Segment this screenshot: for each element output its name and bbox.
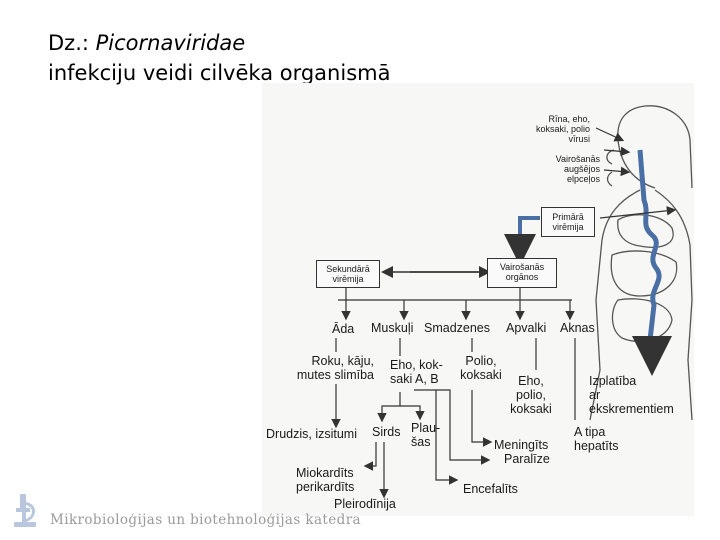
muscle-viruses-label: Eho, kok-saki A, B <box>390 358 443 386</box>
heart-label: Sirds <box>372 425 401 439</box>
encephalitis-label: Encefalīts <box>463 482 518 496</box>
replication-arrow <box>603 166 631 177</box>
gi-tract-path <box>637 149 662 361</box>
target-skin: Āda <box>332 322 355 336</box>
department-footer: Mikrobioloģijas un biotehnoloģijas kated… <box>50 512 361 528</box>
pleurodynia-label: Pleirodīnija <box>334 497 396 511</box>
target-muscles: Muskuļi <box>371 321 414 335</box>
nasal-arrow <box>595 127 625 142</box>
pleura-label: Plau-šas <box>411 421 441 449</box>
brain-viruses-label: Polio,koksaki <box>460 354 502 382</box>
secondary-viremia-box <box>316 260 380 288</box>
target-meninges: Apvalki <box>506 321 547 335</box>
human-body-outline <box>589 105 693 421</box>
target-brain: Smadzenes <box>424 321 491 335</box>
title-line-1: Dz.: Picornaviridae <box>48 28 390 58</box>
title-line-2: infekciju veidi cilvēka organismā <box>48 61 391 85</box>
primary-viremia-box <box>541 207 595 237</box>
microscope-icon <box>14 494 36 527</box>
title-prefix: Dz.: <box>48 31 96 55</box>
hfmd-label: Roku, kāju,mutes slimība <box>296 354 374 382</box>
organ-replication-box <box>487 258 557 288</box>
blood-pipe <box>518 216 540 256</box>
viremia-arrow <box>599 206 677 219</box>
slide-title: Dz.: Picornaviridae infekciju veidi cilv… <box>48 28 390 88</box>
upper-airway-arrow <box>603 146 631 157</box>
target-liver: Aknas <box>560 321 595 335</box>
title-taxon: Picornaviridae <box>95 31 246 55</box>
rash-label: Drudzis, izsitumi <box>266 427 357 441</box>
meninges-viruses-label: Eho,polio,koksaki <box>510 374 552 416</box>
